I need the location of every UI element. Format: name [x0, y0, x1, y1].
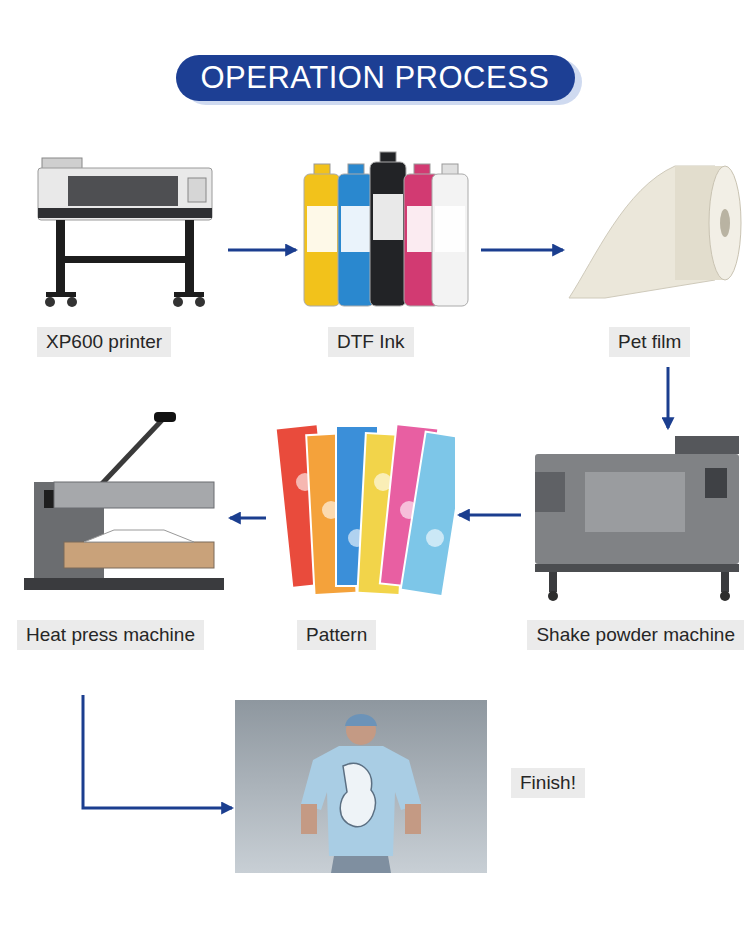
process-step: Pattern [270, 412, 455, 650]
step-label: DTF Ink [328, 327, 414, 357]
machine-door [585, 472, 685, 532]
flow-arrow [83, 695, 232, 808]
wheel [67, 297, 77, 307]
process-step: Shake powder machine [525, 432, 745, 650]
press-base [24, 578, 224, 590]
wheel [548, 591, 558, 601]
ink-bottle [338, 174, 374, 306]
step-label: XP600 printer [37, 327, 171, 357]
photo-background [235, 700, 487, 873]
heat-press-illustration [14, 412, 226, 602]
wheel [173, 297, 183, 307]
process-step: DTF Ink [298, 148, 473, 357]
step-label: Heat press machine [17, 620, 204, 650]
bottle-label [373, 194, 403, 240]
arm [405, 804, 421, 834]
printer-panel [68, 176, 178, 206]
t-shirt [301, 746, 421, 856]
arm [301, 804, 317, 834]
title-text: OPERATION PROCESS [201, 60, 550, 96]
finish-photo [235, 700, 487, 873]
flow-arrow [230, 517, 266, 520]
machine-base [535, 564, 739, 572]
bottle-label [307, 206, 337, 252]
stand-bar [56, 256, 194, 263]
wheel [195, 297, 205, 307]
handle-grip [154, 412, 176, 422]
printer-illustration [30, 148, 220, 310]
film-roll-illustration [565, 148, 745, 310]
machine-body [535, 454, 739, 564]
sheet-motif [426, 529, 444, 547]
printer-keypad [188, 178, 206, 202]
process-step: Pet film [565, 148, 745, 357]
flow-arrow [481, 249, 563, 252]
ink-bottle [304, 174, 340, 306]
cap [345, 714, 377, 726]
bottle-label [341, 206, 371, 252]
pattern-illustration [270, 412, 455, 602]
step-label: Shake powder machine [527, 620, 744, 650]
t-shirt [84, 530, 194, 542]
ink-bottles-illustration [298, 148, 473, 310]
wheel [45, 297, 55, 307]
roll-end [709, 166, 741, 280]
step-label: Finish! [511, 768, 585, 798]
process-step: Finish! [235, 700, 585, 873]
step-label: Pattern [297, 620, 376, 650]
stand-foot [174, 292, 204, 297]
printer-tray [38, 208, 212, 218]
flow-arrow [459, 514, 521, 517]
flow-arrow [228, 249, 296, 252]
ink-bottle [370, 162, 406, 306]
feed-panel [535, 472, 565, 512]
ink-bottle [432, 174, 468, 306]
press-handle [96, 418, 164, 490]
bottle-label [435, 206, 465, 252]
stand-foot [46, 292, 76, 297]
machine-leg [721, 572, 729, 592]
press-platen [54, 482, 214, 508]
head [346, 715, 376, 745]
printer-body [38, 168, 212, 220]
machine-leg [549, 572, 557, 592]
roll-core [720, 209, 730, 237]
control-box [705, 468, 727, 498]
press-bed [64, 542, 214, 568]
process-step: Heat press machine [14, 412, 226, 650]
shaker-illustration [525, 432, 745, 602]
shirt-print [340, 763, 375, 826]
flow-arrow [667, 367, 670, 428]
wheel [720, 591, 730, 601]
process-step: XP600 printer [30, 148, 220, 357]
title-pill: OPERATION PROCESS [176, 55, 575, 101]
machine-top [675, 436, 739, 454]
step-label: Pet film [609, 327, 690, 357]
printed-sheet [401, 432, 455, 597]
